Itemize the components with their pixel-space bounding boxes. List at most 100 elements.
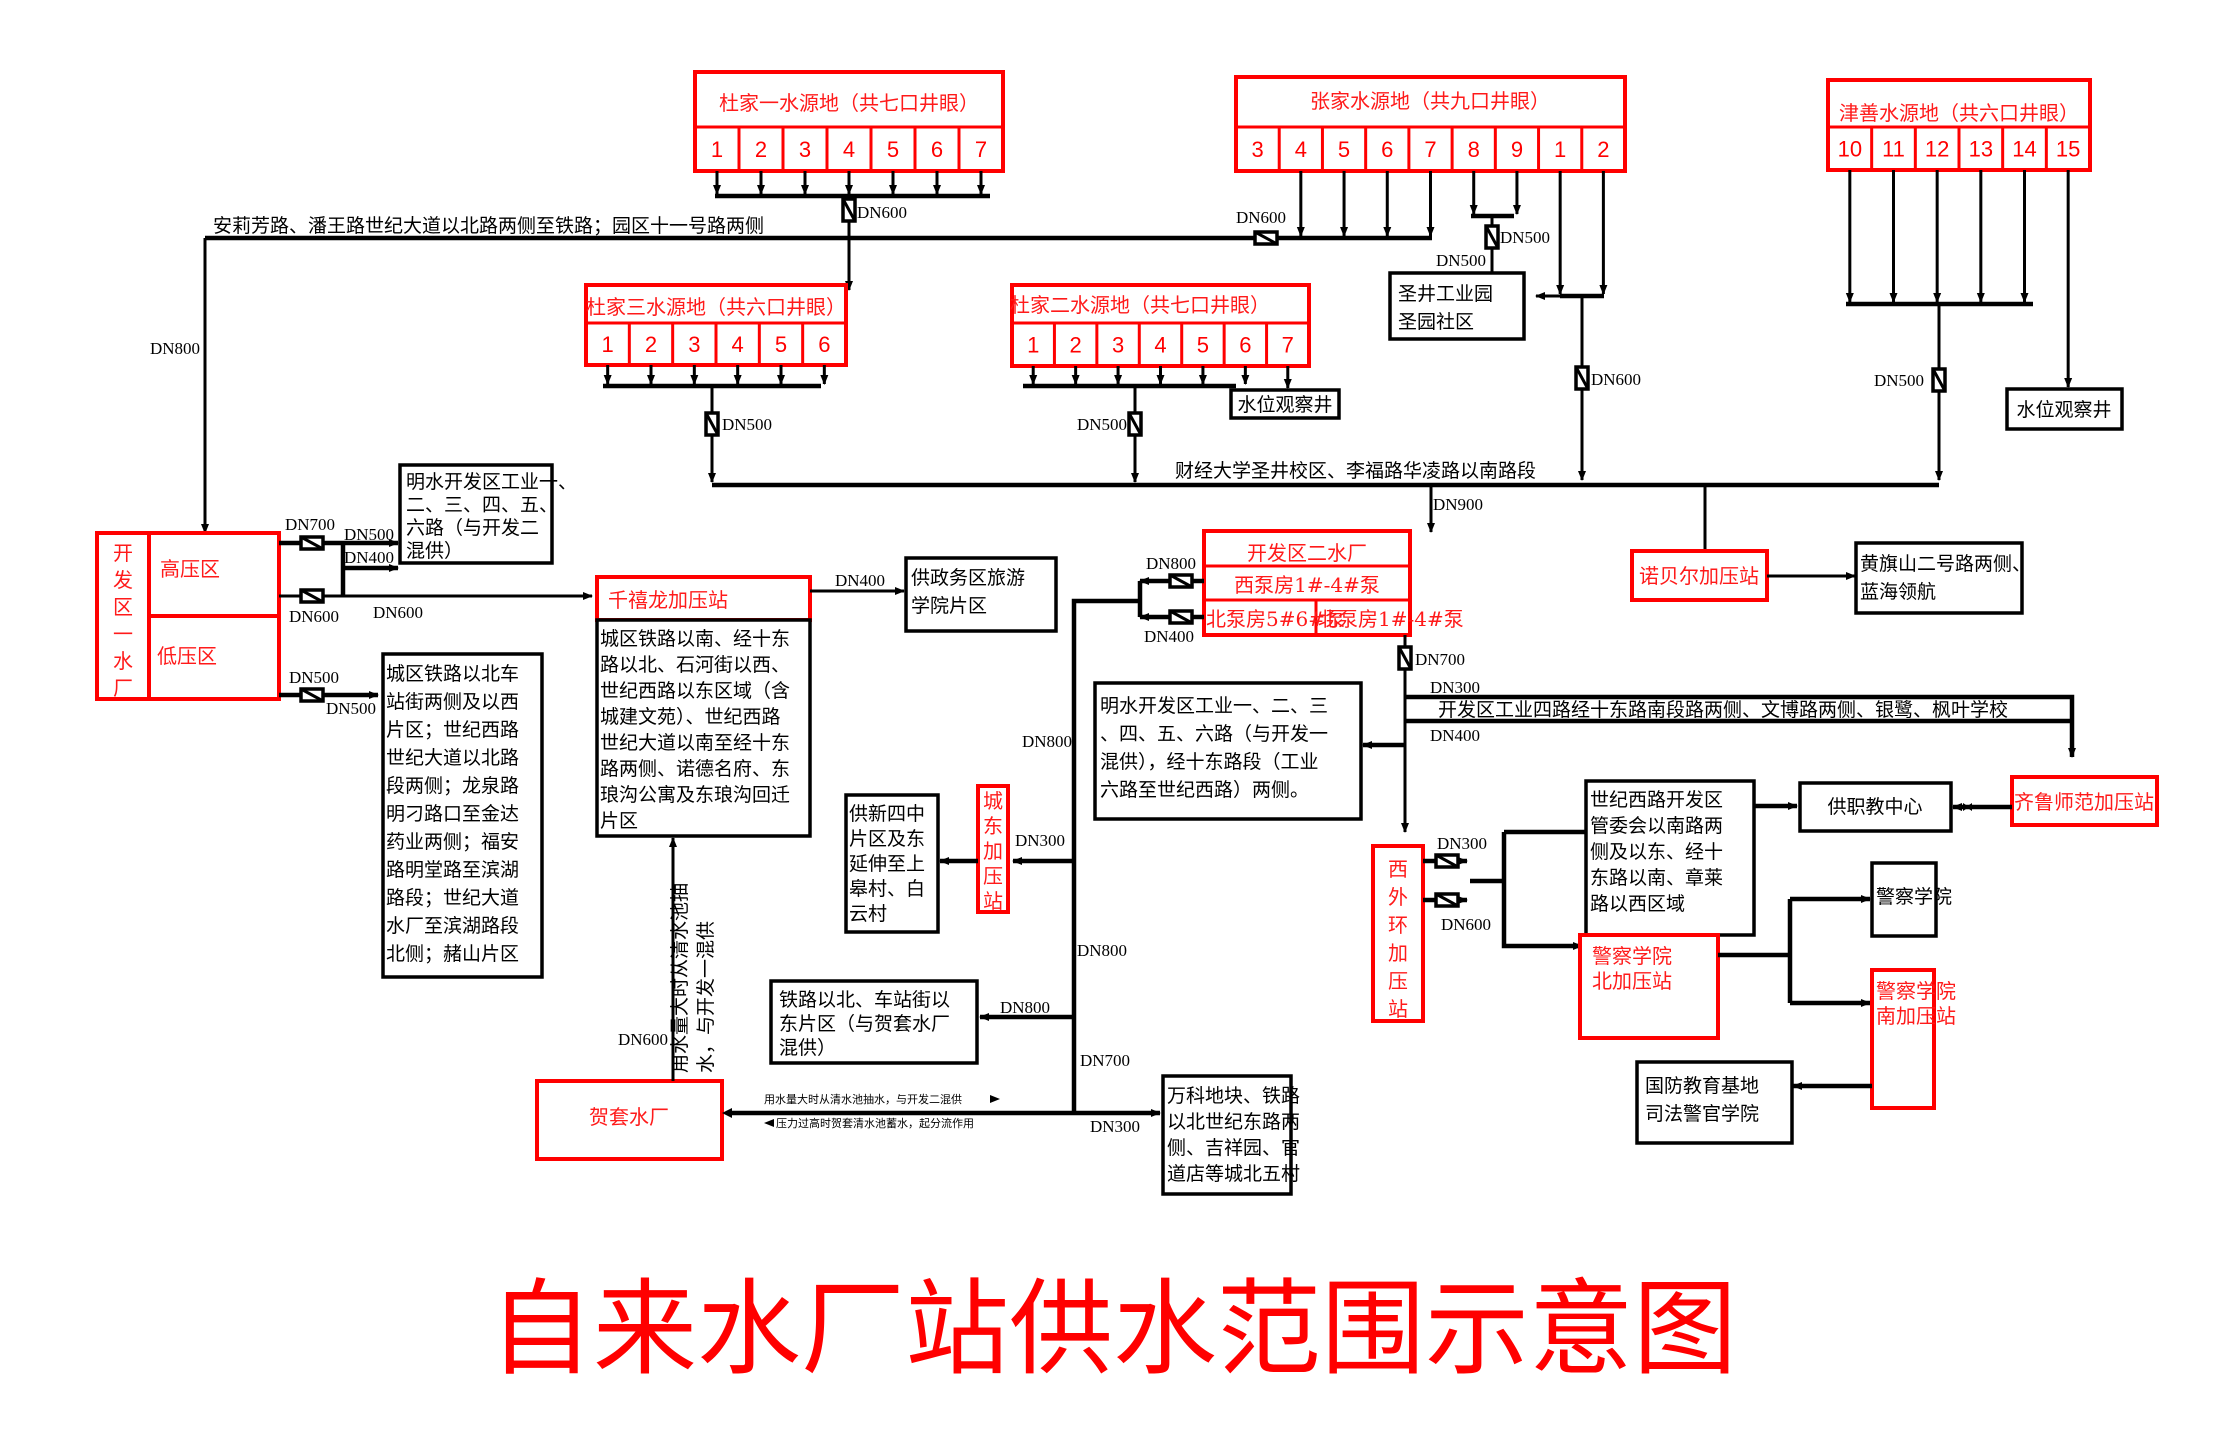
vertical-note: 用水量大时从清水池抽 [669,883,691,1073]
well-number: 2 [1070,333,1082,358]
pipe-label: DN900 [1433,495,1483,514]
well-number: 4 [732,332,744,357]
well-number: 14 [2012,137,2036,162]
east-note-bottom: 压力过高时贺套清水池蓄水，起分流作用 [776,1116,974,1130]
pipe-label: DN600 [289,607,339,626]
valve-icon [1397,645,1413,671]
well-number: 4 [1154,333,1166,358]
station-char: 压 [983,864,1003,888]
area-text: 黄旗山二号路两侧、蓝海领航 [1860,553,2031,603]
well-number: 7 [1424,137,1436,162]
area-text: 明水开发区工业一、二、三、四、五、六路（与开发一混供），经十东路段（工业六路至世… [1100,695,1328,801]
pipe-label: DN300 [1430,678,1480,697]
station-char: 加 [1388,941,1408,965]
observation-well-label: 水位观察井 [1237,394,1332,416]
industry4-label: 开发区工业四路经十东路南段路两侧、文博路两侧、银鹭、枫叶学校 [1438,699,2008,721]
station-name: 千禧龙加压站 [608,588,728,612]
pipe-label: DN500 [289,668,339,687]
well-number: 5 [887,137,899,162]
well-number: 5 [1338,137,1350,162]
area-box-zhijiao [1798,781,1953,833]
north-pump-b: 北泵房1#-4#泵 [1318,607,1464,631]
area-text: 城区铁路以北车站街两侧及以西片区；世纪西路世纪大道以北路段两侧；龙泉路明刁路口至… [386,663,519,965]
pipe-label: DN300 [1015,831,1065,850]
pipe-label: DN400 [835,571,885,590]
area-text: 铁路以北、车站街以东片区（与贺套水厂混供） [779,989,950,1059]
pipe-label: DN600 [618,1030,668,1049]
east-note-top: 用水量大时从清水池抽水，与开发二混供 [764,1092,962,1106]
area-box-mingshui2 [1093,681,1363,821]
station-qilu [2010,775,2159,827]
middle-line-label: 财经大学圣井校区、李福路华凌路以南路段 [1175,460,1536,482]
well-number: 11 [1882,137,1905,162]
well-number: 6 [931,137,943,162]
well-number: 5 [1197,333,1209,358]
well-number: 10 [1838,137,1862,162]
well-number: 3 [1251,137,1263,162]
pipe-label: DN400 [344,548,394,567]
source-name: 津善水源地（共六口井眼） [1839,101,2079,125]
valve-icon [1168,609,1194,625]
pipe-label: DN600 [1236,208,1286,227]
well-number: 1 [1554,137,1566,162]
station-police-north [1578,933,1720,1040]
area-box-wanke [1161,1074,1293,1196]
station-char: 城 [983,789,1003,813]
well-number: 1 [602,332,614,357]
pipe-label: DN800 [1146,554,1196,573]
well-number: 7 [975,137,987,162]
pipe-label: DN300 [1090,1117,1140,1136]
pipe-label: DN500 [1500,228,1550,247]
station-char: 站 [1388,997,1408,1021]
well-number: 12 [1925,137,1949,162]
vertical-note: 水，与开发一混供 [695,921,717,1073]
area-text: 城区铁路以南、经十东路以北、石河街以西、世纪西路以东区域（含城建文苑）、世纪西路… [600,628,790,832]
area-text: 万科地块、铁路以北世纪东路两侧、吉祥园、官道店等城北五村 [1167,1085,1300,1185]
source-box [693,70,1005,173]
well-number: 3 [688,332,700,357]
valve-icon [1484,224,1500,250]
pipe-label: DN500 [344,525,394,544]
north-line-label: 安莉芳路、潘王路世纪大道以北路两侧至铁路；园区十一号路两侧 [213,215,764,237]
area-text: 供新四中片区及东延伸至上皋村、白云村 [849,803,925,925]
area-box-mingshui1 [398,463,554,565]
station-char: 西 [1388,857,1408,881]
station-name: 警察学院北加压站 [1592,944,1672,993]
well-number: 9 [1511,137,1523,162]
pipe-label: DN800 [1000,998,1050,1017]
area-text: 明水开发区工业一、二、三、四、五、六路（与开发二混供） [406,471,577,562]
well-number: 3 [799,137,811,162]
police-academy-label: 警察学院 [1876,886,1952,908]
source-name: 张家水源地（共九口井眼） [1310,89,1550,113]
station-name: 警察学院南加压站 [1876,979,1956,1028]
pipe-label: DN500 [1077,415,1127,434]
pipe-label: DN700 [1080,1051,1130,1070]
area-box-xinsizhong [844,793,940,934]
area-box-shiji [1584,779,1756,937]
valve-icon [299,535,325,551]
pipe-label: DN600 [857,203,907,222]
area-box-guofang [1635,1060,1794,1145]
area-text: 供政务区旅游学院片区 [911,567,1025,617]
well-number: 1 [1027,333,1039,358]
observation-well-box [2005,387,2124,431]
valve-icon [841,197,857,223]
pipe-label: DN700 [285,515,335,534]
area-text: 世纪西路开发区管委会以南路两侧及以东、经十东路以南、章莱路以西区域 [1590,789,1723,915]
station-char: 水 [113,649,133,673]
pipe-label: DN400 [1144,627,1194,646]
area-box-zhengwu [904,556,1058,633]
observation-well-label: 水位观察井 [2016,399,2111,421]
west-pump: 西泵房1#-4#泵 [1234,573,1380,597]
pipe-label: DN500 [1874,371,1924,390]
source-name: 杜家一水源地（共七口井眼） [719,91,979,115]
valve-icon [1434,892,1460,908]
station-char: 厂 [113,676,133,700]
low-zone-label: 低压区 [157,644,217,668]
well-number: 15 [2056,137,2080,162]
well-number: 7 [1282,333,1294,358]
